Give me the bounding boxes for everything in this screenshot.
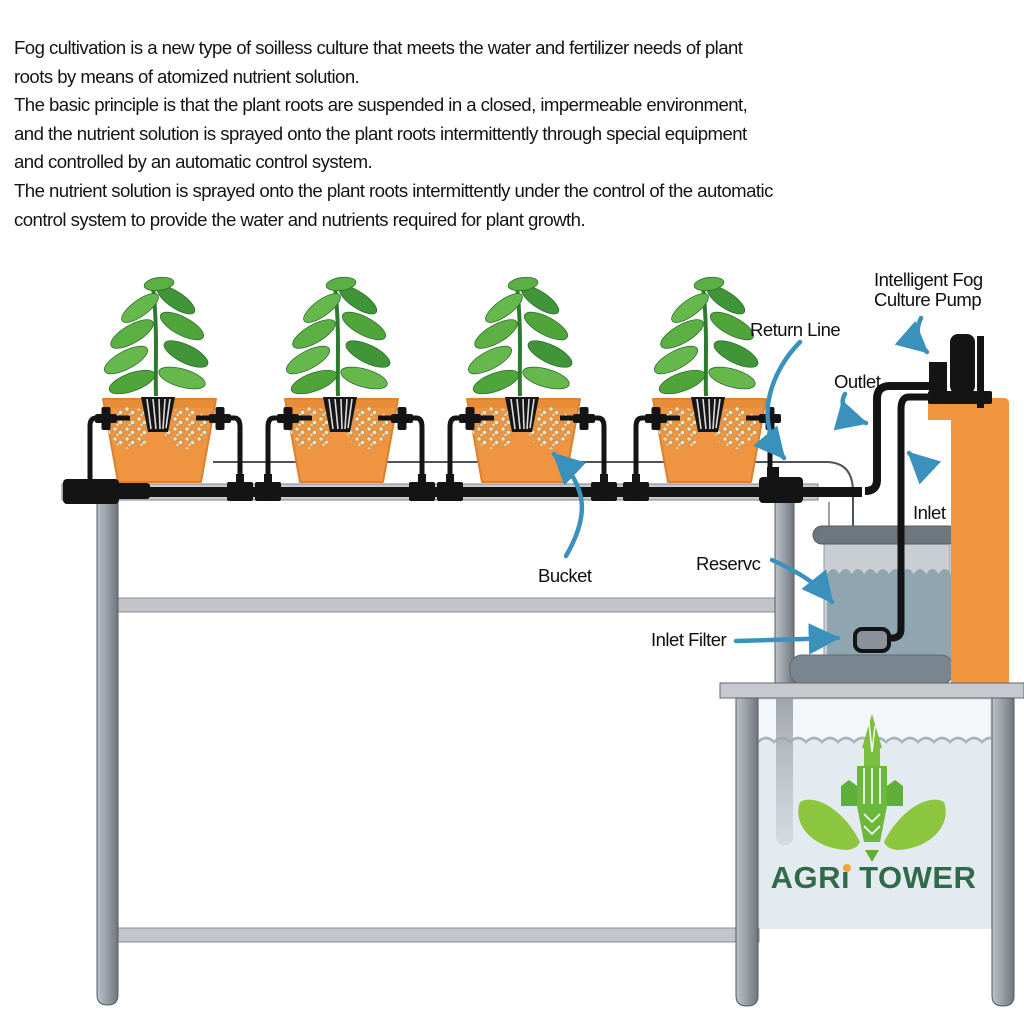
pump-tower-column	[928, 398, 1009, 684]
table-right-leg	[991, 697, 1015, 1007]
plants	[98, 273, 764, 401]
outlet-arrow	[833, 391, 869, 431]
table-left-leg	[735, 697, 759, 1007]
bucket-4	[652, 396, 767, 483]
reservoir-arrow	[769, 557, 835, 605]
logo-text-tower: TOWER	[859, 860, 977, 895]
rim-cross-fittings	[95, 407, 781, 430]
plant	[462, 273, 578, 401]
logo-text-agri: AGRi	[770, 860, 851, 895]
inlet-tube	[887, 393, 931, 642]
buckets	[102, 396, 767, 483]
end-tee	[759, 477, 803, 503]
stand-left-leg	[96, 499, 119, 1006]
fog-culture-pump	[928, 334, 992, 408]
label-pump-line1: Intelligent Fog	[874, 269, 983, 290]
reservoir-rim	[812, 525, 958, 545]
pump-arrow	[894, 315, 930, 355]
inlet-filter	[853, 627, 891, 653]
pump-body	[950, 334, 975, 394]
stand-bottom-rail	[106, 927, 760, 943]
bucket-1	[102, 396, 217, 483]
label-return-line: Return Line	[750, 319, 841, 340]
label-bucket: Bucket	[538, 565, 592, 586]
label-outlet: Outlet	[834, 371, 881, 392]
logo-leaf-left-icon	[798, 799, 860, 850]
plant	[98, 273, 214, 401]
logo-leaf-right-icon	[884, 799, 946, 850]
return-line-arrow	[753, 339, 803, 461]
submerged-leg	[776, 699, 793, 845]
reservoir	[789, 525, 958, 685]
irrigation-piping	[63, 407, 862, 504]
agritower-logo-icon	[798, 714, 946, 862]
reservoir-base	[789, 654, 954, 685]
plant	[648, 273, 764, 401]
outlet-tube	[864, 382, 931, 495]
bucket-arrow	[551, 451, 587, 559]
pump-tubes	[864, 382, 931, 642]
label-reservoir: Reservc	[696, 553, 761, 574]
intro-paragraph: Fog cultivation is a new type of soilles…	[14, 37, 773, 230]
pump-step	[929, 362, 947, 394]
pipe-end-elbow	[63, 479, 119, 504]
bucket-2	[284, 396, 399, 483]
stand-mid-rail	[106, 597, 786, 613]
label-pump-line2: Culture Pump	[874, 289, 982, 310]
label-inlet: Inlet	[913, 502, 946, 523]
inlet-filter-arrow	[733, 623, 841, 655]
pump-base	[928, 391, 992, 404]
bucket-3	[466, 396, 581, 483]
stand-right-leg	[774, 499, 795, 685]
pump-rod	[977, 336, 984, 408]
inlet-arrow	[906, 450, 942, 485]
table-top	[719, 682, 1024, 699]
bottom-table	[719, 682, 1024, 1007]
plant	[280, 273, 396, 401]
label-inlet-filter: Inlet Filter	[651, 629, 727, 650]
annotation-arrows	[551, 315, 942, 655]
